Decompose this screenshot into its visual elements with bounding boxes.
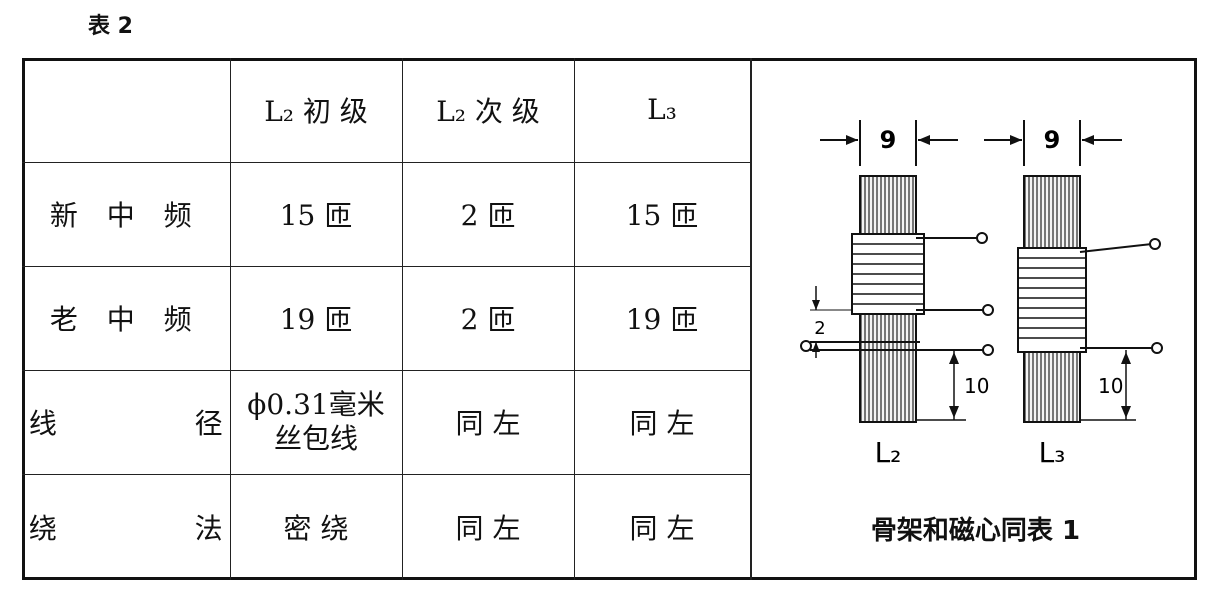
coil-diagram: 9 (800, 120, 1163, 469)
table-row: 新 中 频 15 匝 2 匝 15 匝 (22, 161, 751, 267)
table-row: 老 中 频 19 匝 2 匝 19 匝 (22, 265, 751, 371)
table-cell: 15 匝 (229, 161, 403, 267)
table-cell: 同 左 (573, 369, 751, 475)
figure-caption: 骨架和磁心同表 1 (870, 516, 1081, 546)
table-header-row: L₂ 初 级 L₂ 次 级 L₃ (22, 58, 751, 163)
table-cell: 同 左 (573, 473, 751, 580)
table-cell: 同 左 (401, 369, 575, 475)
table-row: 绕 法 密 绕 同 左 同 左 (22, 473, 751, 580)
table-cell: 15 匝 (573, 161, 751, 267)
coil-l2: 9 (800, 120, 994, 469)
dim-height-l3: 10 (1098, 374, 1123, 398)
table-cell: 同 左 (401, 473, 575, 580)
dim-height-l2: 10 (964, 374, 989, 398)
coil-figure: 9 (750, 58, 1199, 580)
table-cell: 19 匝 (229, 265, 403, 371)
label-l3: L₃ (1039, 436, 1066, 469)
table-cell: 2 匝 (401, 265, 575, 371)
dim-width-l3: 9 (1044, 126, 1061, 154)
coil-spec-table: L₂ 初 级 L₂ 次 级 L₃ 新 中 频 15 匝 2 匝 15 匝 老 中… (22, 58, 751, 580)
header-cell-empty (22, 58, 231, 163)
header-l3: L₃ (573, 58, 751, 163)
dim-gap-l2: 2 (814, 318, 825, 339)
table-cell: 密 绕 (229, 473, 403, 580)
coil-l3: 9 10 L₃ (984, 120, 1163, 469)
row-label-new-if: 新 中 频 (22, 161, 231, 267)
table-row: 线 径 ϕ0.31毫米 丝包线 同 左 同 左 (22, 369, 751, 475)
row-label-wire-diameter: 线 径 (22, 369, 231, 475)
header-l2-secondary: L₂ 次 级 (401, 58, 575, 163)
table-cell: 2 匝 (401, 161, 575, 267)
dim-width-l2: 9 (880, 126, 897, 154)
header-l2-primary: L₂ 初 级 (229, 58, 403, 163)
row-label-old-if: 老 中 频 (22, 265, 231, 371)
label-l2: L₂ (875, 436, 902, 469)
table-cell: ϕ0.31毫米 丝包线 (229, 369, 403, 475)
table-caption: 表 2 (88, 14, 133, 39)
winding-l3 (1017, 247, 1087, 353)
row-label-winding-method: 绕 法 (22, 473, 231, 580)
table-cell: 19 匝 (573, 265, 751, 371)
